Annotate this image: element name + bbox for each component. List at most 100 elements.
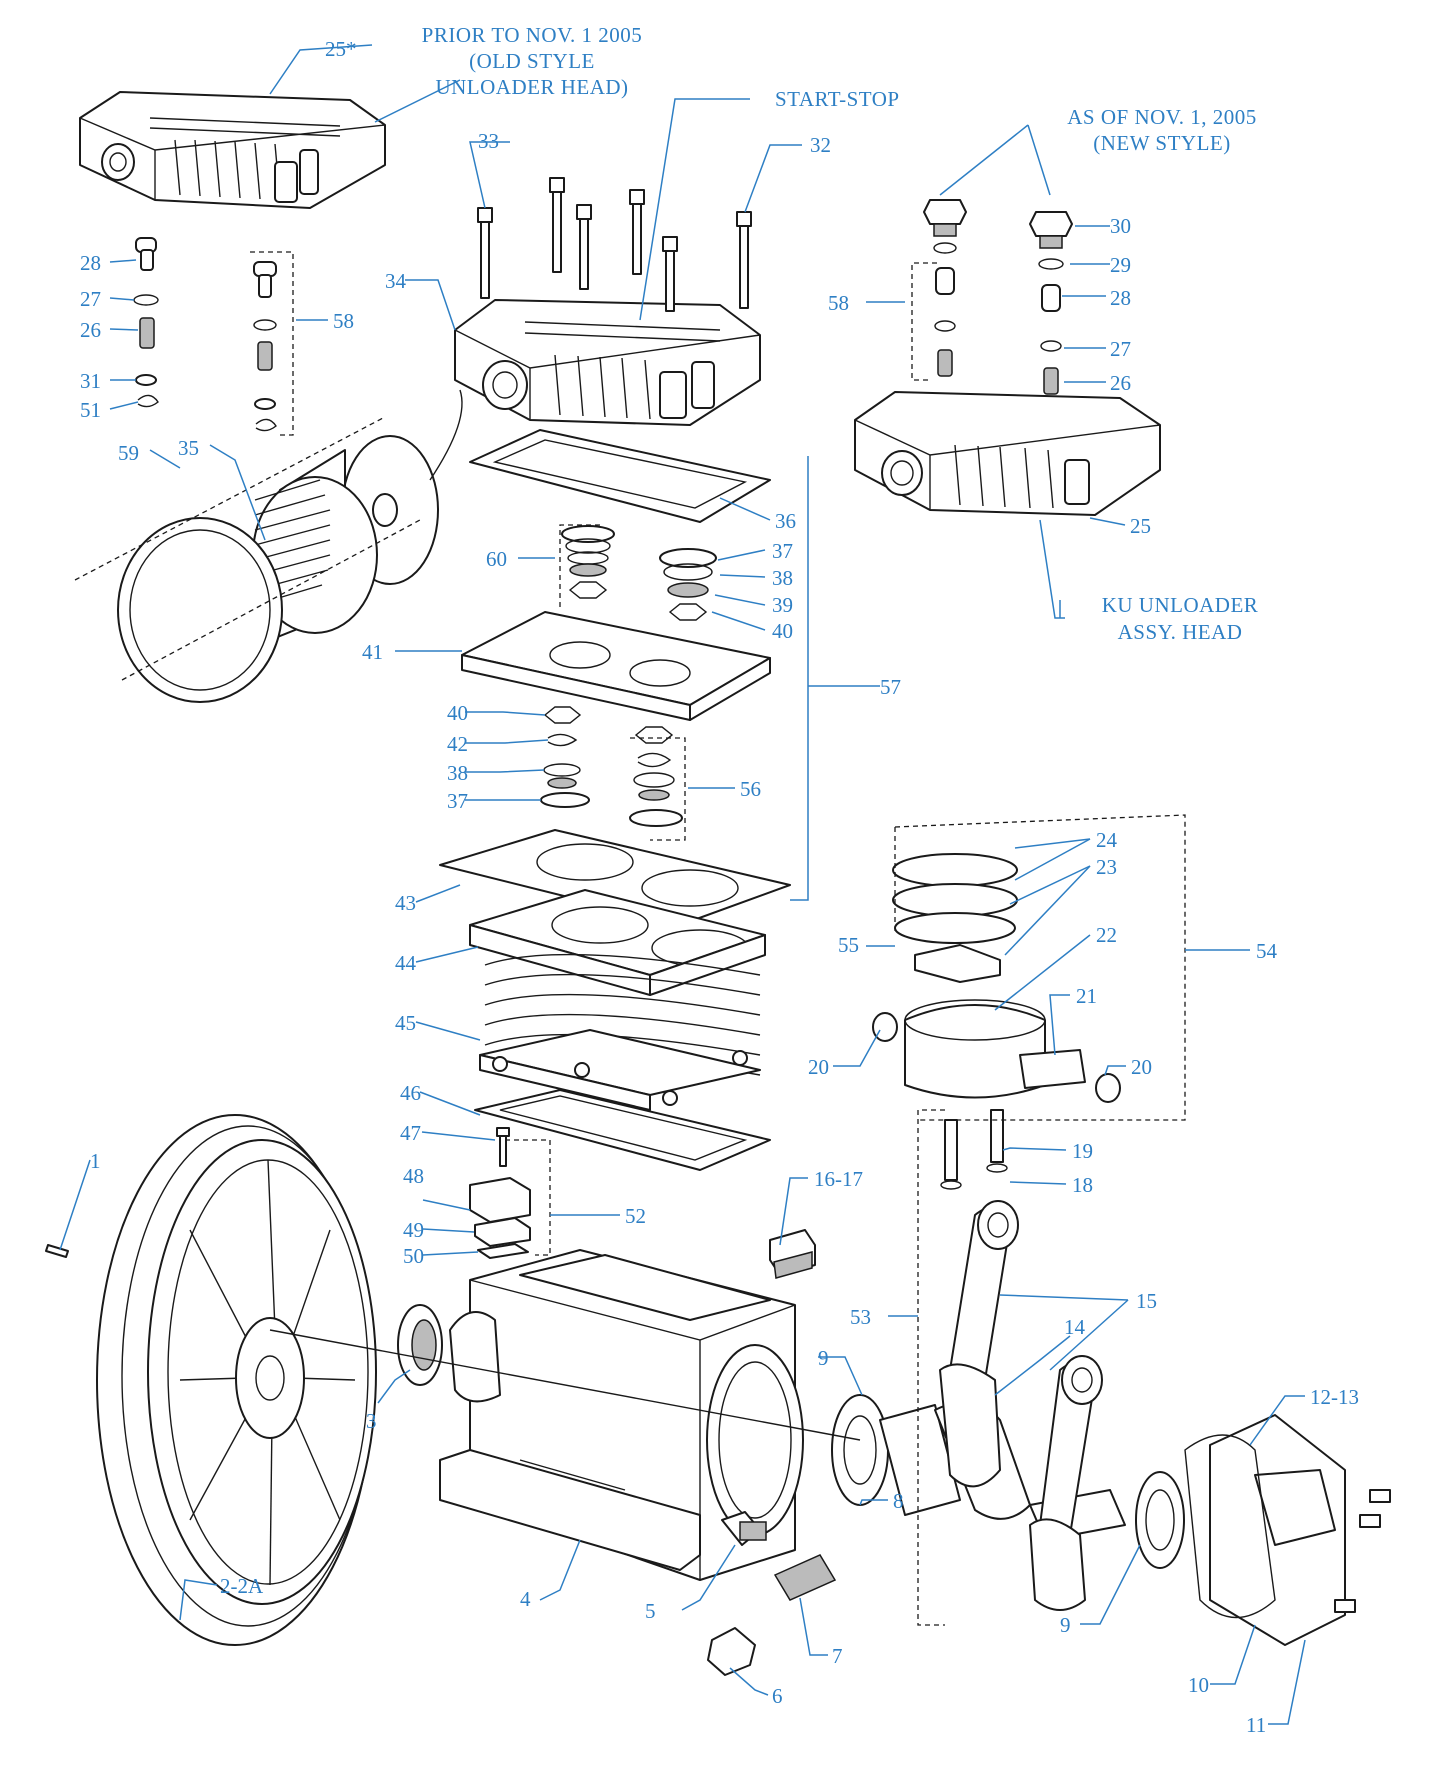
breather-parts: [469, 1127, 551, 1259]
callout-45: 45: [395, 1011, 416, 1035]
callout-26-right: 26: [1110, 371, 1131, 395]
note-old-style-line2: (OLD STYLE: [469, 49, 595, 73]
drain-fittings: [707, 1511, 837, 1676]
note-new-style-line1: AS OF NOV. 1, 2005: [1067, 105, 1256, 129]
callout-19: 19: [1072, 1139, 1093, 1163]
shaft-centerline: [269, 1329, 861, 1441]
callout-51: 51: [80, 398, 101, 422]
callout-10: 10: [1188, 1673, 1209, 1697]
callout-28-right: 28: [1110, 286, 1131, 310]
callout-58-right: 58: [828, 291, 849, 315]
callout-41: 41: [362, 640, 383, 664]
callout-50: 50: [403, 1244, 424, 1268]
callout-33: 33: [478, 129, 499, 153]
callout-9-right: 9: [1060, 1613, 1071, 1637]
callout-32: 32: [810, 133, 831, 157]
callout-29: 29: [1110, 253, 1131, 277]
callout-27-right: 27: [1110, 337, 1131, 361]
callout-44: 44: [395, 951, 417, 975]
callout-15: 15: [1136, 1289, 1157, 1313]
callout-52: 52: [625, 1204, 646, 1228]
valve-assembly-lower: [540, 706, 686, 841]
callout-2-2a: 2-2A: [220, 1574, 264, 1598]
parts-drawing: [45, 91, 1391, 1676]
note-ku-unloader-line2: ASSY. HEAD: [1118, 620, 1243, 644]
callout-54: 54: [1256, 939, 1278, 963]
head-gasket: [469, 429, 771, 523]
note-old-style-line3: UNLOADER HEAD): [435, 75, 628, 99]
callout-49: 49: [403, 1218, 424, 1242]
callout-46: 46: [400, 1081, 421, 1105]
part-callouts: 25* 33 32 30 29 28 28 27 26 58 34 58 27 …: [80, 37, 1359, 1737]
callout-38-upper: 38: [772, 566, 793, 590]
callout-36: 36: [775, 509, 796, 533]
callout-35: 35: [178, 436, 199, 460]
callout-34: 34: [385, 269, 407, 293]
callout-22: 22: [1096, 923, 1117, 947]
callout-40-upper: 40: [772, 619, 793, 643]
callout-39: 39: [772, 593, 793, 617]
valve-assembly-upper: [559, 524, 717, 621]
callout-48: 48: [403, 1164, 424, 1188]
callout-37-lower: 37: [447, 789, 468, 813]
callout-25: 25: [1130, 514, 1151, 538]
callout-11: 11: [1246, 1713, 1266, 1737]
note-ku-unloader-line1: KU UNLOADER: [1102, 593, 1259, 617]
valve-plate: [461, 611, 771, 721]
callout-20-right: 20: [1131, 1055, 1152, 1079]
callout-27-left: 27: [80, 287, 101, 311]
center-valve-parts: [250, 251, 294, 436]
callout-5: 5: [645, 1599, 656, 1623]
note-new-style-line2: (NEW STYLE): [1093, 131, 1231, 155]
callout-12-13: 12-13: [1310, 1385, 1359, 1409]
left-valve-parts: [133, 237, 159, 408]
old-style-head: [79, 91, 386, 209]
callout-1: 1: [90, 1149, 101, 1173]
callout-60: 60: [486, 547, 507, 571]
cylinder-block: [469, 889, 766, 1111]
leader-lines: [59, 44, 1306, 1725]
callout-18: 18: [1072, 1173, 1093, 1197]
callout-31: 31: [80, 369, 101, 393]
callout-55: 55: [838, 933, 859, 957]
callout-57: 57: [880, 675, 901, 699]
callout-3: 3: [366, 1409, 377, 1433]
note-start-stop: START-STOP: [775, 87, 900, 111]
diagram-notes: PRIOR TO NOV. 1 2005 (OLD STYLE UNLOADER…: [422, 23, 1259, 644]
callout-43: 43: [395, 891, 416, 915]
callout-58-left: 58: [333, 309, 354, 333]
callout-14: 14: [1064, 1315, 1086, 1339]
callout-37-upper: 37: [772, 539, 793, 563]
callout-8: 8: [893, 1489, 904, 1513]
callout-4: 4: [520, 1587, 531, 1611]
new-style-head: [854, 199, 1161, 516]
callout-28-left: 28: [80, 251, 101, 275]
callout-42: 42: [447, 732, 468, 756]
callout-6: 6: [772, 1684, 783, 1708]
callout-47: 47: [400, 1121, 421, 1145]
air-filter: [74, 389, 463, 703]
callout-25-star: 25*: [325, 37, 357, 61]
start-stop-head: [454, 177, 761, 426]
flywheel-pulley: [45, 1114, 377, 1646]
piston-assembly: [872, 814, 1186, 1121]
callout-9-left: 9: [818, 1346, 829, 1370]
callout-53: 53: [850, 1305, 871, 1329]
callout-30: 30: [1110, 214, 1131, 238]
callout-24: 24: [1096, 828, 1118, 852]
callout-59: 59: [118, 441, 139, 465]
callout-21: 21: [1076, 984, 1097, 1008]
crankshaft-assembly: [831, 1394, 1185, 1569]
end-cover: [1184, 1414, 1391, 1646]
base-gasket: [474, 1089, 771, 1171]
callout-16-17: 16-17: [814, 1167, 863, 1191]
callout-23: 23: [1096, 855, 1117, 879]
connecting-rods: [917, 1109, 1103, 1626]
callout-26-left: 26: [80, 318, 101, 342]
callout-38-lower: 38: [447, 761, 468, 785]
callout-20-left: 20: [808, 1055, 829, 1079]
callout-40-lower: 40: [447, 701, 468, 725]
callout-7: 7: [832, 1644, 843, 1668]
crankcase: [439, 1229, 816, 1581]
